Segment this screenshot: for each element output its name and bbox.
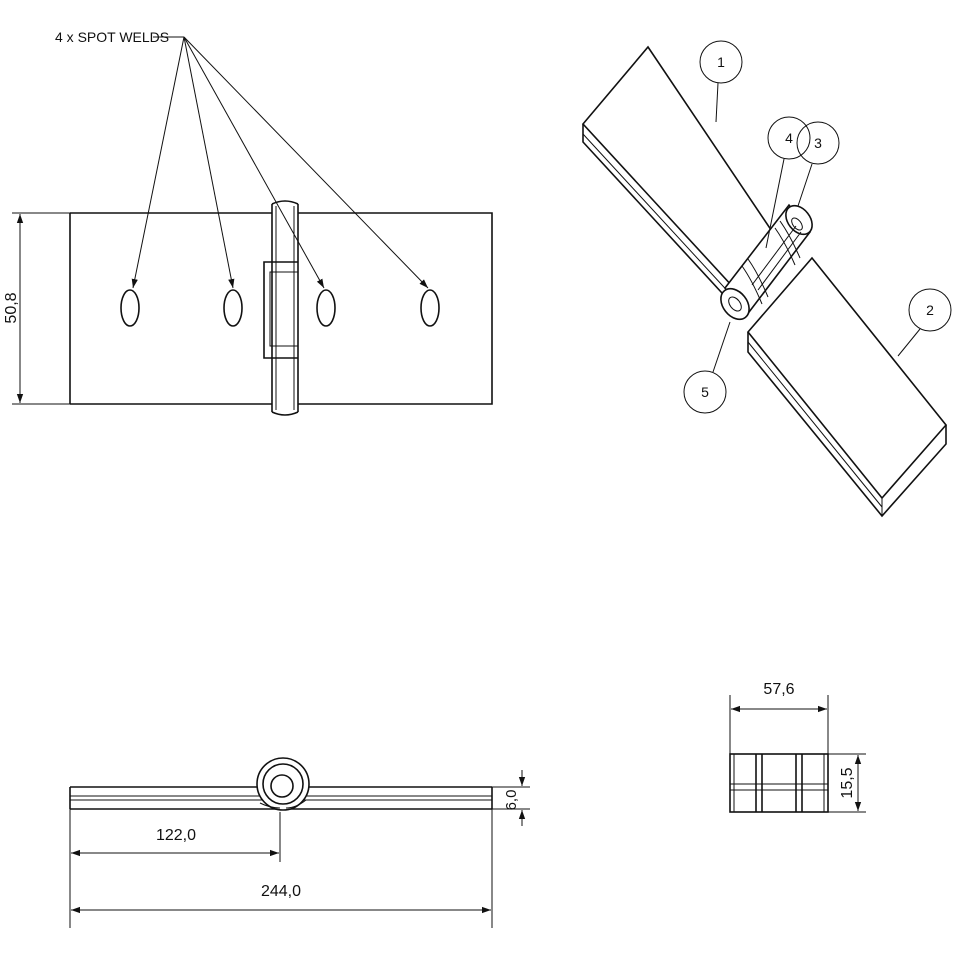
balloon-4-label: 4 bbox=[785, 130, 793, 146]
end-view: 57,6 15,5 bbox=[729, 681, 866, 813]
top-view: 4 x SPOT WELDS 50,8 bbox=[3, 29, 493, 416]
dim-height-label: 50,8 bbox=[3, 292, 20, 323]
spot-weld bbox=[316, 289, 336, 327]
dim-half-length-label: 122,0 bbox=[156, 827, 196, 844]
balloon-1 bbox=[699, 40, 743, 84]
balloon-3 bbox=[796, 121, 840, 165]
spot-weld bbox=[120, 289, 140, 327]
balloon-5 bbox=[683, 370, 727, 414]
dim-knuckle-height-label: 15,5 bbox=[839, 767, 856, 798]
front-view: 6,0 122,0 244,0 bbox=[69, 757, 530, 928]
dim-knuckle-length-label: 57,6 bbox=[763, 681, 794, 698]
balloon-5-label: 5 bbox=[701, 384, 709, 400]
balloon-4 bbox=[767, 116, 811, 160]
balloon-2 bbox=[908, 288, 952, 332]
isometric-view: 1 4 3 2 5 bbox=[581, 40, 952, 518]
spot-weld bbox=[420, 289, 440, 327]
dim-total-length-label: 244,0 bbox=[261, 883, 301, 900]
dim-thickness-label: 6,0 bbox=[503, 790, 520, 811]
balloon-2-label: 2 bbox=[926, 302, 934, 318]
balloon-1-label: 1 bbox=[717, 54, 725, 70]
spot-welds-label: 4 x SPOT WELDS bbox=[55, 29, 169, 45]
spot-weld bbox=[223, 289, 243, 327]
balloon-3-label: 3 bbox=[814, 135, 822, 151]
